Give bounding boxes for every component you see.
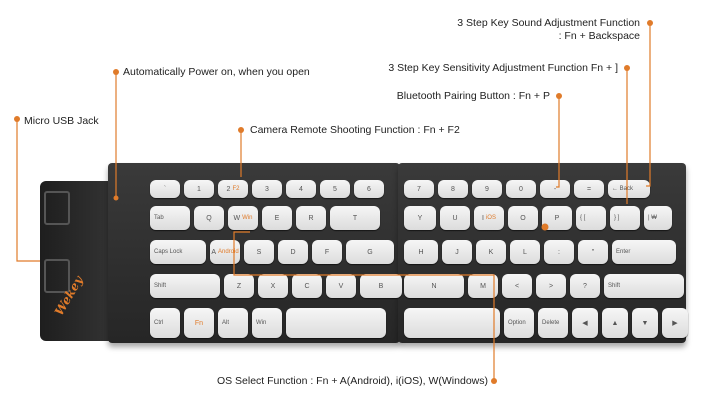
row1-left-key-4[interactable]: 4 <box>286 180 316 198</box>
dot-power-indicator <box>113 195 119 201</box>
row1-left-key-3[interactable]: 3 <box>252 180 282 198</box>
row2-right-key-3[interactable]: O <box>508 206 538 230</box>
row4-left-key-4[interactable]: V <box>326 274 356 298</box>
row4-left-key-5[interactable]: B <box>360 274 402 298</box>
row5-left-key-3[interactable]: Win <box>252 308 282 338</box>
row4-right-key-5[interactable]: Shift <box>604 274 684 298</box>
usb-end-cap: Wekey <box>40 181 112 341</box>
row4-left-key-2[interactable]: X <box>258 274 288 298</box>
row4-right-key-2[interactable]: < <box>502 274 532 298</box>
row3-right-key-4[interactable]: : <box>544 240 574 264</box>
dot-p-key <box>541 223 549 231</box>
row2-right-key-7[interactable]: | ₩ <box>644 206 672 230</box>
line-os-select <box>233 231 495 381</box>
dot-key-sound <box>647 20 653 26</box>
row1-right-key-2[interactable]: 9 <box>472 180 502 198</box>
os-select-callout: OS Select Function : Fn + A(Android), i(… <box>216 375 488 387</box>
row5-right-key-3[interactable]: ◀ <box>572 308 598 338</box>
micro-usb-callout: Micro USB Jack <box>24 115 99 127</box>
row1-right-key-4[interactable]: - <box>540 180 570 198</box>
row4-right-key-1[interactable]: M <box>468 274 498 298</box>
line-key-sound <box>646 23 651 187</box>
row1-left-key-6[interactable]: 6 <box>354 180 384 198</box>
row5-right-key-0[interactable] <box>404 308 500 338</box>
row1-right-key-1[interactable]: 8 <box>438 180 468 198</box>
line-micro-usb <box>16 119 40 262</box>
row2-left-key-4[interactable]: R <box>296 206 326 230</box>
row4-right-key-0[interactable]: N <box>404 274 464 298</box>
auto-power-callout: Automatically Power on, when you open <box>123 66 310 78</box>
row2-right-key-6[interactable]: } ] <box>610 206 640 230</box>
row1-left-key-2-fn-label: F2 <box>232 186 240 192</box>
key-sound-callout: 3 Step Key Sound Adjustment Function : F… <box>420 17 640 43</box>
row1-right-key-3[interactable]: 0 <box>506 180 536 198</box>
row5-right-key-1[interactable]: Option <box>504 308 534 338</box>
row4-left-key-0[interactable]: Shift <box>150 274 220 298</box>
row5-right-key-4[interactable]: ▲ <box>602 308 628 338</box>
row2-right-key-0[interactable]: Y <box>404 206 436 230</box>
camera-callout: Camera Remote Shooting Function : Fn + F… <box>250 124 460 136</box>
row5-left-key-2[interactable]: Alt <box>218 308 248 338</box>
row5-left-key-1[interactable]: Fn <box>184 308 214 338</box>
row3-right-key-0[interactable]: H <box>404 240 438 264</box>
row3-left-key-0[interactable]: Caps Lock <box>150 240 206 264</box>
row5-right-key-2[interactable]: Delete <box>538 308 568 338</box>
row3-right-key-1[interactable]: J <box>442 240 472 264</box>
dot-micro-usb <box>14 116 20 122</box>
row5-right-key-6[interactable]: ▶ <box>662 308 688 338</box>
bluetooth-callout: Bluetooth Pairing Button : Fn + P <box>396 90 550 102</box>
row1-left-key-0[interactable]: ` <box>150 180 180 198</box>
row3-left-key-3[interactable]: D <box>278 240 308 264</box>
row2-left-key-0[interactable]: Tab <box>150 206 190 230</box>
row4-left-key-1[interactable]: Z <box>224 274 254 298</box>
dot-camera <box>238 127 244 133</box>
row4-right-key-3[interactable]: > <box>536 274 566 298</box>
row3-left-key-1-fn-label: Android <box>217 249 239 255</box>
dot-sensitivity <box>624 65 630 71</box>
row4-right-key-4[interactable]: ? <box>570 274 600 298</box>
row3-right-key-3[interactable]: L <box>510 240 540 264</box>
row1-right-key-0[interactable]: 7 <box>404 180 434 198</box>
micro-usb-jack <box>44 259 70 293</box>
row2-right-key-2-fn-label: iOS <box>485 215 496 221</box>
row5-right-key-5[interactable]: ▼ <box>632 308 658 338</box>
row3-right-key-6[interactable]: Enter <box>612 240 676 264</box>
usb-slot-top <box>44 191 70 225</box>
row2-right-key-5[interactable]: { [ <box>576 206 606 230</box>
row2-left-key-3[interactable]: E <box>262 206 292 230</box>
row5-left-key-4[interactable] <box>286 308 386 338</box>
key-sound-title: 3 Step Key Sound Adjustment Function <box>457 17 640 29</box>
row2-right-key-1[interactable]: U <box>440 206 470 230</box>
dot-os-select <box>491 378 497 384</box>
row3-left-key-2[interactable]: S <box>244 240 274 264</box>
line-bluetooth <box>556 96 560 188</box>
row2-left-key-1[interactable]: Q <box>194 206 224 230</box>
row3-left-key-5[interactable]: G <box>346 240 394 264</box>
row3-right-key-2[interactable]: K <box>476 240 506 264</box>
row2-left-key-5[interactable]: T <box>330 206 380 230</box>
row1-left-key-1[interactable]: 1 <box>184 180 214 198</box>
key-sound-combo: : Fn + Backspace <box>558 30 640 42</box>
row2-left-key-2-fn-label: Win <box>242 215 253 221</box>
row3-right-key-5[interactable]: " <box>578 240 608 264</box>
dot-bluetooth <box>556 93 562 99</box>
row1-left-key-5[interactable]: 5 <box>320 180 350 198</box>
dot-auto-power <box>113 69 119 75</box>
row3-left-key-4[interactable]: F <box>312 240 342 264</box>
row1-right-key-6[interactable]: ← Back <box>608 180 650 198</box>
sensitivity-callout: 3 Step Key Sensitivity Adjustment Functi… <box>388 62 618 74</box>
row4-left-key-3[interactable]: C <box>292 274 322 298</box>
row5-left-key-0[interactable]: Ctrl <box>150 308 180 338</box>
row1-right-key-5[interactable]: = <box>574 180 604 198</box>
